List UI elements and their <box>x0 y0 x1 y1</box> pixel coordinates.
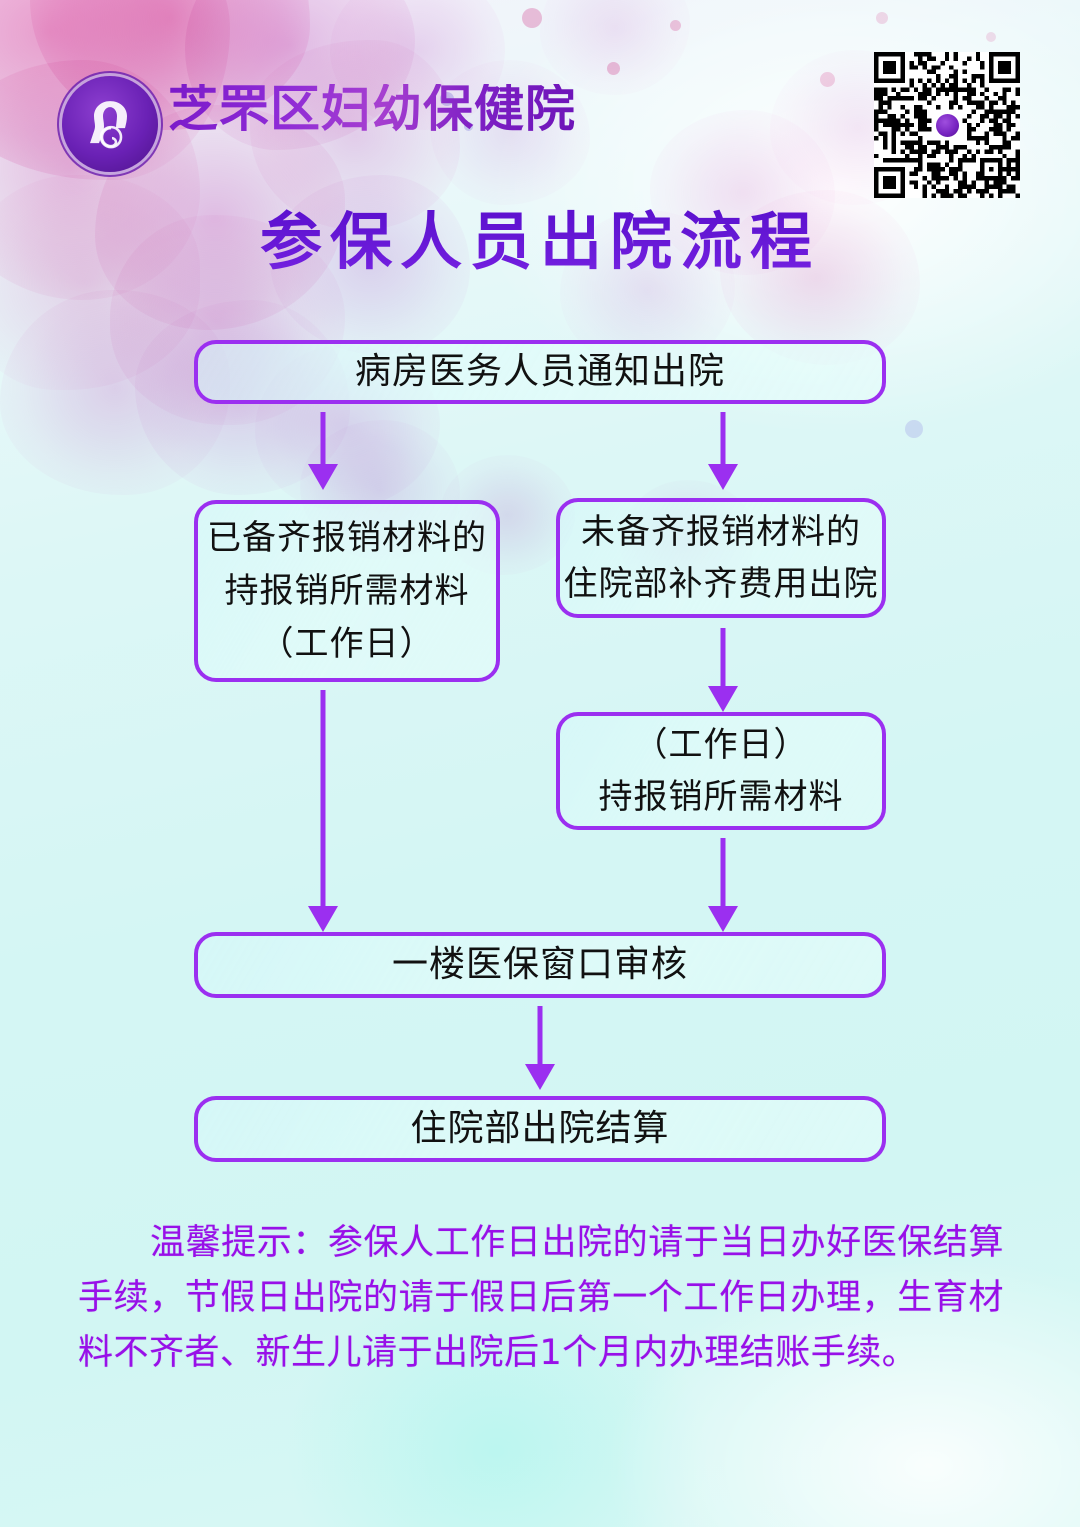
footer-note: 温馨提示：参保人工作日出院的请于当日办好医保结算手续，节假日出院的请于假日后第一… <box>78 1223 1004 1373</box>
flow-node-line: 住院部出院结算 <box>410 1108 670 1149</box>
down-arrow-icon <box>700 628 746 712</box>
flow-node-notify: 病房医务人员通知出院 <box>194 340 886 404</box>
flow-node-line: 住院部补齐费用出院 <box>563 564 879 604</box>
down-arrow-icon <box>300 412 346 490</box>
flow-node-line: 已备齐报销材料的 <box>207 517 487 558</box>
flow-node-settle: 住院部出院结算 <box>194 1096 886 1162</box>
flow-node-line: 持报销所需材料 <box>598 777 844 817</box>
down-arrow-icon <box>700 838 746 932</box>
qr-center-logo-icon <box>932 110 962 140</box>
flow-node-workday: （工作日） 持报销所需材料 <box>556 712 886 830</box>
mother-and-child-emblem-icon <box>62 76 158 172</box>
flow-node-line: 持报销所需材料 <box>224 570 470 611</box>
flow-node-ready: 已备齐报销材料的 持报销所需材料 （工作日） <box>194 500 500 682</box>
flow-node-line: 一楼医保窗口审核 <box>391 944 688 985</box>
logo-silhouette-icon <box>90 101 127 149</box>
flow-node-line: 未备齐报销材料的 <box>581 512 861 552</box>
flow-node-line: （工作日） <box>259 623 435 664</box>
flow-node-line: 病房医务人员通知出院 <box>354 351 725 392</box>
down-arrow-icon <box>517 1006 563 1090</box>
down-arrow-icon <box>300 690 346 932</box>
header: 芝罘区妇幼保健院 <box>0 0 1080 210</box>
flow-node-review: 一楼医保窗口审核 <box>194 932 886 998</box>
page-title: 参保人员出院流程 <box>0 202 1080 282</box>
down-arrow-icon <box>700 412 746 490</box>
flow-node-line: （工作日） <box>633 725 809 765</box>
qr-code-icon[interactable] <box>874 52 1020 198</box>
flow-node-not-ready: 未备齐报销材料的 住院部补齐费用出院 <box>556 498 886 618</box>
hospital-name: 芝罘区妇幼保健院 <box>168 80 576 138</box>
